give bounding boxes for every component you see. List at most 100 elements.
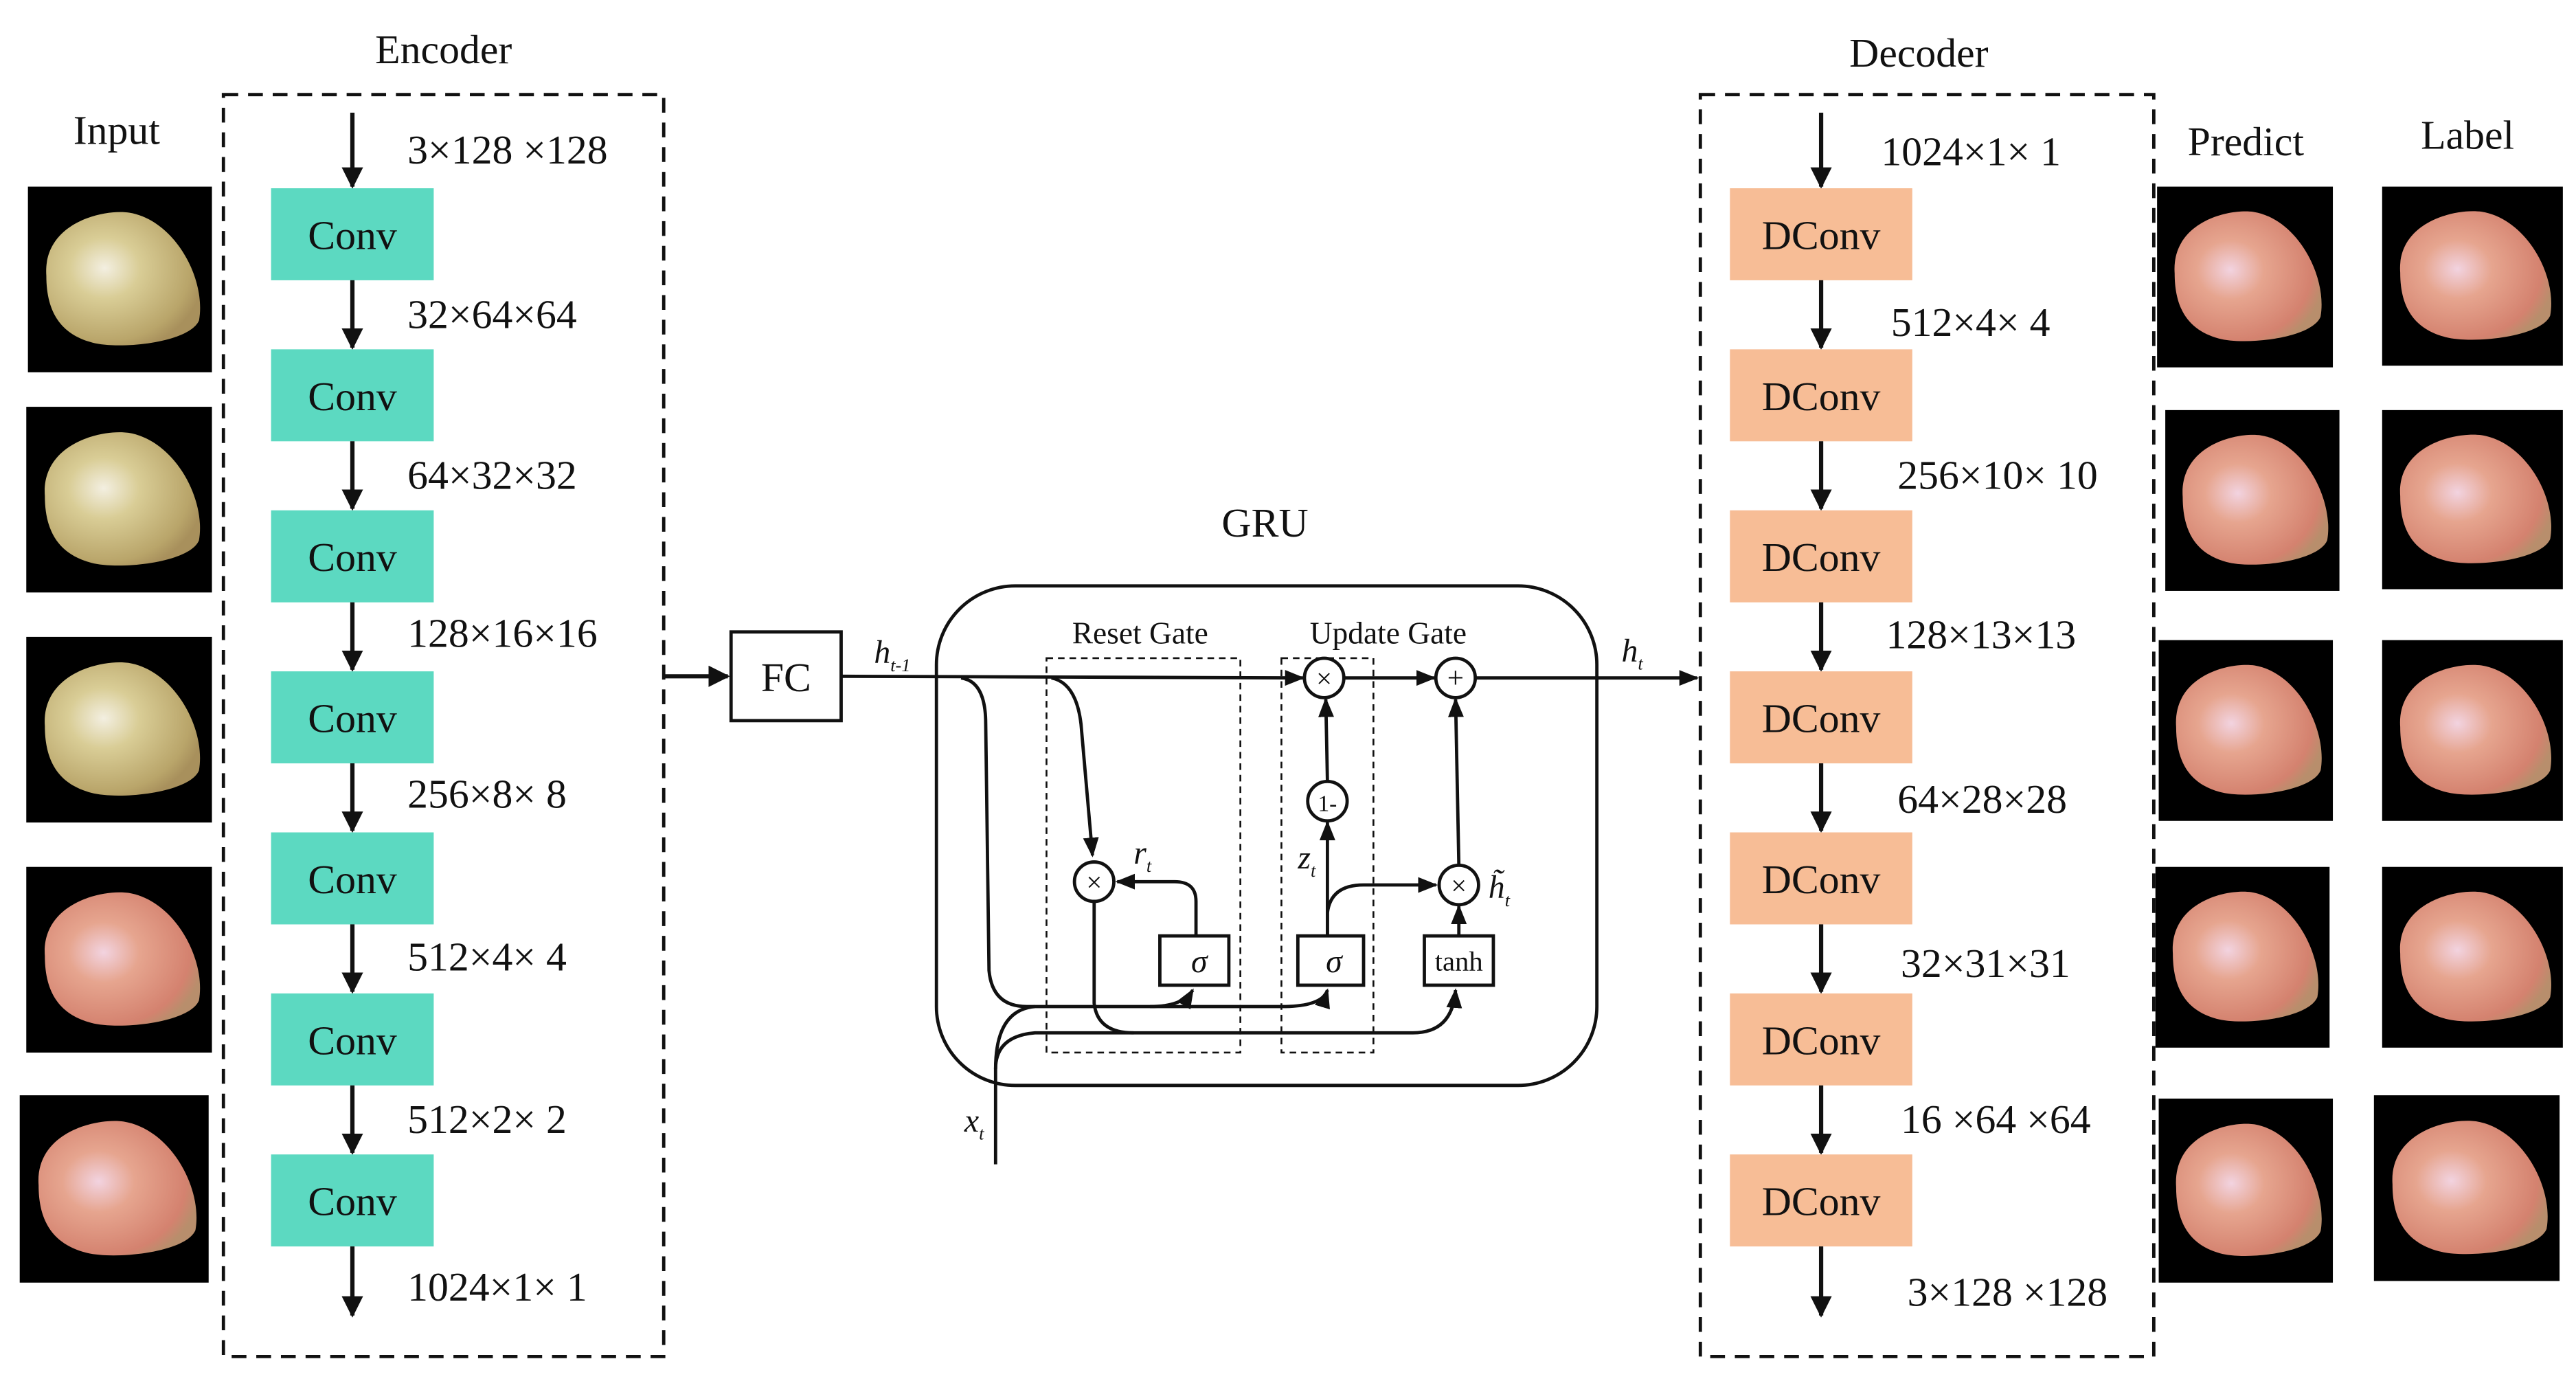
conv-label: Conv	[308, 535, 397, 580]
tensor-shape-label: 3×128 ×128	[1908, 1269, 2108, 1314]
one-minus-to-multiply	[1318, 697, 1335, 782]
multiply-symbol: ×	[1086, 867, 1102, 898]
conv-block	[271, 993, 434, 1086]
x-input-line	[993, 988, 1462, 1165]
r-label: rt	[1133, 835, 1152, 876]
gru-cell: Reset Gate Update Gate ht-1 × + ht × rt …	[841, 584, 1699, 1165]
dconv-label: DConv	[1762, 1179, 1881, 1224]
tensor-shape-label: 256×8× 8	[407, 772, 567, 817]
fruit-shape	[45, 432, 201, 566]
update-gate-label: Update Gate	[1310, 616, 1467, 650]
fruit-pink-image	[2157, 186, 2334, 368]
predict-title: Predict	[2188, 119, 2305, 164]
tensor-shape-label: 32×64×64	[407, 291, 577, 337]
fc-label: FC	[761, 655, 811, 700]
fruit-shape	[46, 212, 201, 346]
fruit-shape	[2399, 891, 2551, 1022]
fruit-pink-image	[2165, 409, 2340, 591]
dconv-block	[1730, 510, 1912, 603]
label-title: Label	[2421, 113, 2514, 158]
fc-block	[729, 630, 843, 723]
gru-box	[934, 584, 1599, 1088]
tensor-shape-label: 3×128 ×128	[407, 127, 608, 172]
fruit-green-image	[26, 407, 212, 593]
fruit-shape	[2174, 211, 2322, 341]
dconv-label: DConv	[1762, 1018, 1881, 1063]
fruit-shape	[2176, 664, 2322, 795]
dconv-label: DConv	[1762, 212, 1881, 258]
sigma-symbol: σ	[1326, 943, 1344, 980]
conv-block	[271, 349, 434, 442]
fruit-shape	[2172, 891, 2318, 1022]
fruit-shape	[2182, 434, 2329, 565]
encoder-box	[221, 93, 666, 1358]
fruit-pink-image	[2158, 640, 2334, 821]
fruit-pink-image	[19, 1095, 209, 1283]
decoder-title: Decoder	[1849, 30, 1989, 76]
fruit-pink-image	[2382, 409, 2563, 590]
tensor-shape-label: 512×4× 4	[1891, 300, 2050, 345]
tensor-shape-label: 128×13×13	[1886, 612, 2077, 658]
tensor-shape-label: 256×10× 10	[1897, 453, 2098, 498]
h-tilde-label: h̃t	[1489, 869, 1511, 910]
h-prev-label: ht-1	[874, 634, 910, 675]
conv-block	[271, 188, 434, 280]
fruit-shape	[45, 662, 201, 796]
fruit-pink-image	[2382, 640, 2563, 821]
tensor-shape-label: 64×28×28	[1897, 776, 2067, 822]
h-out-label: ht	[1621, 633, 1643, 674]
htilde-to-plus	[1447, 697, 1464, 866]
conv-label: Conv	[308, 374, 397, 419]
fruit-shape	[2399, 434, 2551, 563]
dconv-block	[1730, 832, 1912, 925]
fruit-shape	[2392, 1121, 2548, 1255]
tensor-shape-label: 64×32×32	[407, 453, 577, 498]
encoder-title: Encoder	[375, 27, 512, 72]
gru-title: GRU	[1221, 500, 1308, 546]
one-minus-symbol: 1-	[1318, 791, 1337, 816]
conv-block	[271, 671, 434, 764]
dconv-label: DConv	[1762, 857, 1881, 902]
fruit-shape	[2399, 211, 2551, 340]
conv-block	[271, 832, 434, 925]
multiply-node-htilde	[1437, 863, 1480, 907]
tensor-shape-label: 128×16×16	[407, 610, 598, 655]
h-prev-line	[841, 670, 1305, 686]
label-images	[2373, 186, 2563, 1281]
conv-block	[271, 510, 434, 603]
predict-images	[2155, 186, 2340, 1283]
reset-gate-label: Reset Gate	[1072, 616, 1208, 650]
tensor-shape-label: 1024×1× 1	[1881, 129, 2061, 175]
x-branch	[993, 1004, 1035, 1069]
multiply-symbol: ×	[1451, 870, 1467, 901]
dconv-block	[1730, 349, 1912, 442]
update-sigma-block	[1296, 934, 1366, 987]
tanh-label: tanh	[1435, 945, 1483, 976]
fruit-green-image	[27, 186, 212, 372]
one-minus-node	[1306, 779, 1349, 823]
conv-label: Conv	[308, 1179, 397, 1224]
h-prev-to-reset	[1051, 676, 1099, 857]
tensor-shape-label: 32×31×31	[1901, 941, 2070, 986]
dconv-label: DConv	[1762, 535, 1881, 580]
dconv-block	[1730, 1154, 1912, 1247]
dconv-label: DConv	[1762, 374, 1881, 419]
tensor-shape-label: 16 ×64 ×64	[1901, 1097, 2091, 1142]
fruit-shape	[38, 1121, 197, 1256]
fruit-shape	[2399, 664, 2551, 795]
conv-label: Conv	[308, 212, 397, 258]
tensor-shape-label: 512×2× 2	[407, 1097, 567, 1142]
fruit-pink-image	[26, 866, 212, 1053]
h-prev-down-line	[960, 676, 1195, 1010]
decoder-stack: DConvDConvDConvDConvDConvDConvDConv1024×…	[1730, 112, 2108, 1318]
z-label: zt	[1297, 840, 1316, 881]
tensor-shape-label: 1024×1× 1	[407, 1264, 587, 1310]
dconv-block	[1730, 993, 1912, 1086]
fruit-green-image	[26, 636, 212, 823]
multiply-symbol: ×	[1316, 663, 1332, 694]
conv-label: Conv	[308, 696, 397, 741]
fruit-pink-image	[2382, 186, 2563, 366]
reset-gate-box	[1046, 657, 1241, 1054]
decoder-box	[1698, 93, 2156, 1358]
